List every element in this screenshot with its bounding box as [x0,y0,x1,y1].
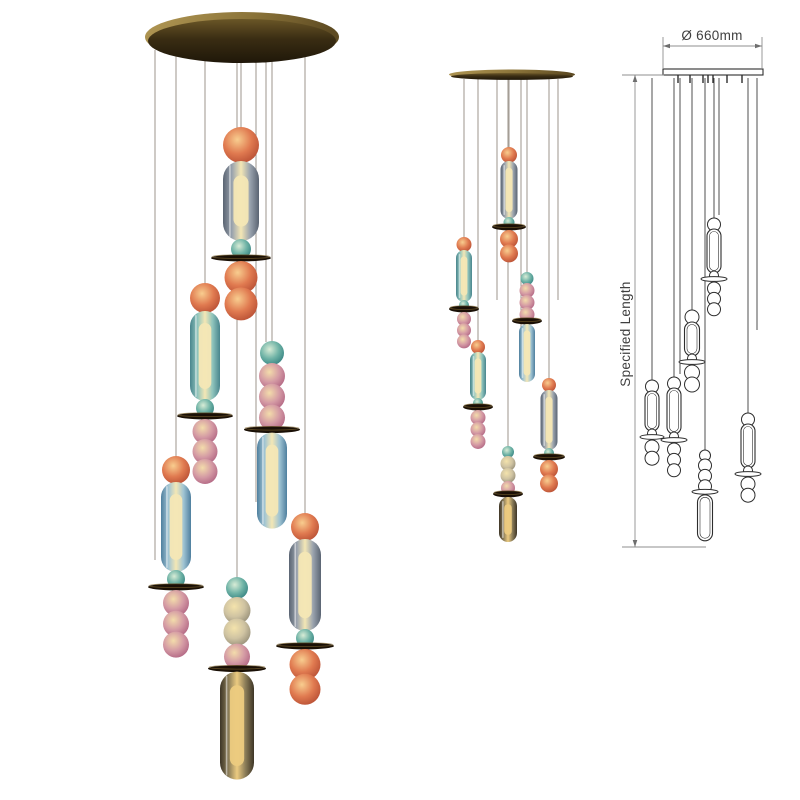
glass-pendant [678,309,706,393]
glass-pendant [533,378,565,493]
glass-pendant [734,412,762,503]
glass-pendant [211,127,271,321]
left-chandelier-render [145,12,339,780]
glass-pendant [660,376,688,478]
glass-pendant [492,147,526,263]
glass-pendant [276,513,334,705]
glass-pendant [512,272,542,382]
diameter-dimension-label: Ø 660mm [681,28,743,43]
ceiling-canopy-side [449,69,575,80]
specified-length-label: Specified Length [618,281,633,387]
glass-pendant [493,446,523,542]
glass-pendant [691,449,719,542]
side-view-render [449,69,575,542]
technical-dimension-drawing [622,37,764,548]
glass-pendant [449,237,479,349]
ceiling-canopy [145,12,339,63]
ceiling-canopy-outline [662,68,764,83]
glass-pendant [244,341,300,529]
suspension-cables [651,78,758,453]
glass-pendant [463,340,493,449]
dimension-lines [622,37,763,548]
glass-pendant [639,379,665,466]
glass-pendant [700,217,728,317]
glass-pendant [177,283,233,484]
suspension-cables [463,79,559,449]
glass-pendant [208,577,266,780]
glass-pendant [148,456,204,658]
